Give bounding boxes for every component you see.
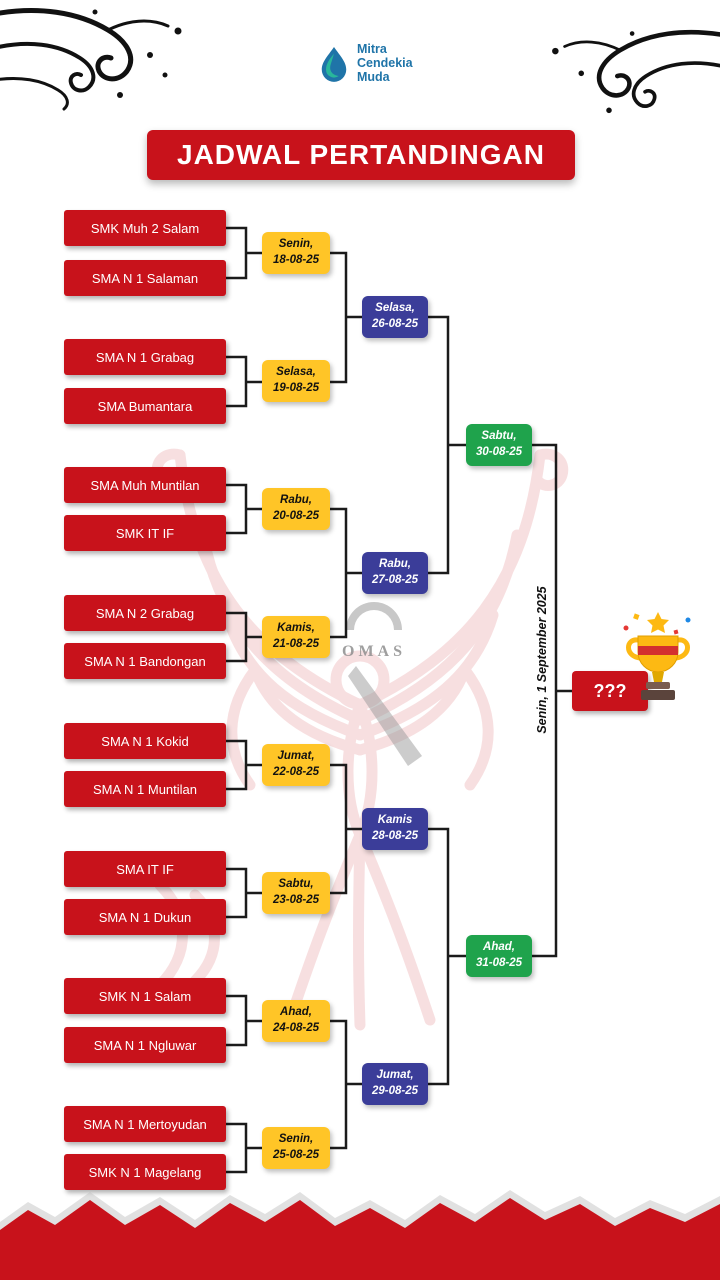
match-date: 21-08-25 (272, 638, 320, 650)
team-box: SMA N 1 Salaman (64, 260, 226, 296)
round2-date-box: Jumat, 29-08-25 (362, 1063, 428, 1105)
team-box: SMA N 1 Grabag (64, 339, 226, 375)
match-day: Sabtu, (481, 430, 517, 443)
semifinal-date-box: Ahad, 31-08-25 (466, 935, 532, 977)
match-day: Kamis (377, 814, 413, 827)
match-date: 22-08-25 (272, 766, 320, 778)
match-date: 31-08-25 (475, 957, 523, 969)
torn-paper-edge (0, 1190, 720, 1280)
match-day: Senin, (278, 238, 314, 251)
logo-line: Muda (357, 70, 390, 84)
round1-date-box: Ahad, 24-08-25 (262, 1000, 330, 1042)
match-date: 25-08-25 (272, 1149, 320, 1161)
champion-box: ??? (572, 671, 648, 711)
round2-date-box: Selasa, 26-08-25 (362, 296, 428, 338)
round2-date-box: Kamis 28-08-25 (362, 808, 428, 850)
match-day: Selasa, (276, 366, 316, 379)
match-date: 30-08-25 (475, 446, 523, 458)
page-title: JADWAL PERTANDINGAN (177, 139, 545, 170)
round1-date-box: Jumat, 22-08-25 (262, 744, 330, 786)
round1-date-box: Senin, 18-08-25 (262, 232, 330, 274)
match-day: Kamis, (277, 622, 315, 635)
flourish-left-icon (0, 8, 182, 111)
match-day: Rabu, (280, 494, 312, 507)
page-title-banner: JADWAL PERTANDINGAN (147, 130, 575, 180)
round1-date-box: Sabtu, 23-08-25 (262, 872, 330, 914)
logo: Mitra Cendekia Muda (318, 42, 413, 84)
logo-line: Mitra (357, 42, 387, 56)
match-day: Selasa, (375, 302, 415, 315)
match-day: Rabu, (379, 558, 411, 571)
match-day: Senin, (278, 1133, 314, 1146)
match-day: Ahad, (483, 941, 515, 954)
match-date: 19-08-25 (272, 382, 320, 394)
round2-date-box: Rabu, 27-08-25 (362, 552, 428, 594)
match-day: Ahad, (280, 1006, 312, 1019)
team-box: SMA Bumantara (64, 388, 226, 424)
match-date: 27-08-25 (371, 574, 419, 586)
logo-line: Cendekia (357, 56, 413, 70)
team-box: SMA N 1 Mertoyudan (64, 1106, 226, 1142)
team-box: SMA N 1 Muntilan (64, 771, 226, 807)
match-day: Jumat, (277, 750, 315, 763)
round1-date-box: Selasa, 19-08-25 (262, 360, 330, 402)
logo-drop-icon (321, 47, 347, 82)
team-box: SMA Muh Muntilan (64, 467, 226, 503)
match-date: 26-08-25 (371, 318, 419, 330)
team-box: SMK N 1 Salam (64, 978, 226, 1014)
team-box: SMA N 1 Bandongan (64, 643, 226, 679)
trophy-icon (623, 612, 691, 700)
team-box: SMK Muh 2 Salam (64, 210, 226, 246)
match-date: 18-08-25 (272, 254, 320, 266)
team-box: SMA N 2 Grabag (64, 595, 226, 631)
match-date: 20-08-25 (272, 510, 320, 522)
team-box: SMA IT IF (64, 851, 226, 887)
team-box: SMA N 1 Kokid (64, 723, 226, 759)
flourish-right-icon (552, 29, 720, 114)
match-date: 23-08-25 (272, 894, 320, 906)
team-box: SMA N 1 Dukun (64, 899, 226, 935)
final-date-label: Senin, 1 September 2025 (535, 586, 549, 734)
match-date: 28-08-25 (371, 830, 419, 842)
match-day: Jumat, (376, 1069, 414, 1082)
team-box: SMK N 1 Magelang (64, 1154, 226, 1190)
round1-date-box: Kamis, 21-08-25 (262, 616, 330, 658)
logo-text: Mitra Cendekia Muda (357, 42, 413, 84)
match-day: Sabtu, (278, 878, 314, 891)
round1-date-box: Senin, 25-08-25 (262, 1127, 330, 1169)
round1-date-box: Rabu, 20-08-25 (262, 488, 330, 530)
semifinal-date-box: Sabtu, 30-08-25 (466, 424, 532, 466)
match-date: 29-08-25 (371, 1085, 419, 1097)
match-date: 24-08-25 (272, 1022, 320, 1034)
team-box: SMK IT IF (64, 515, 226, 551)
team-box: SMA N 1 Ngluwar (64, 1027, 226, 1063)
